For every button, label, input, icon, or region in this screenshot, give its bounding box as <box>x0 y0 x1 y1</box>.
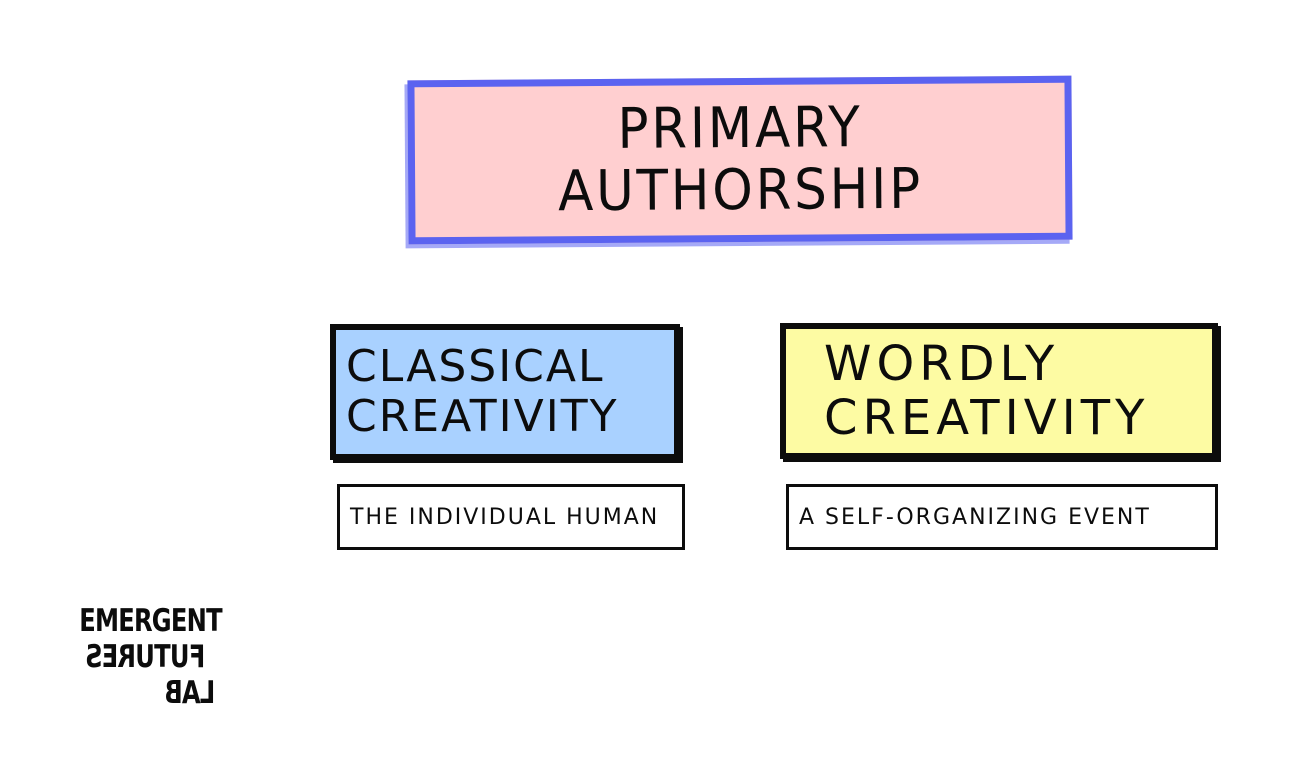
logo-line-3: LAB <box>164 675 215 711</box>
wordly-creativity-box: WORDLY CREATIVITY <box>780 323 1218 459</box>
self-organizing-event-label: A SELF-ORGANIZING EVENT <box>799 504 1151 530</box>
classical-line-2: CREATIVITY <box>346 391 619 442</box>
wordly-line-1: WORDLY <box>824 336 1060 392</box>
emergent-futures-lab-logo: EMERGENT FUTURES LAB <box>68 603 222 711</box>
classical-creativity-box: CLASSICAL CREATIVITY <box>330 324 680 460</box>
title-line-2: AUTHORSHIP <box>557 156 923 225</box>
self-organizing-event-box: A SELF-ORGANIZING EVENT <box>786 484 1218 550</box>
logo-line-1: EMERGENT <box>79 603 222 639</box>
individual-human-box: THE INDIVIDUAL HUMAN <box>337 484 685 550</box>
wordly-line-2: CREATIVITY <box>824 390 1150 446</box>
primary-authorship-box: PRIMARY AUTHORSHIP <box>407 75 1073 245</box>
classical-line-1: CLASSICAL <box>346 341 605 392</box>
individual-human-label: THE INDIVIDUAL HUMAN <box>350 504 660 530</box>
logo-line-2: FUTURES <box>85 639 206 675</box>
title-line-1: PRIMARY <box>617 95 863 162</box>
